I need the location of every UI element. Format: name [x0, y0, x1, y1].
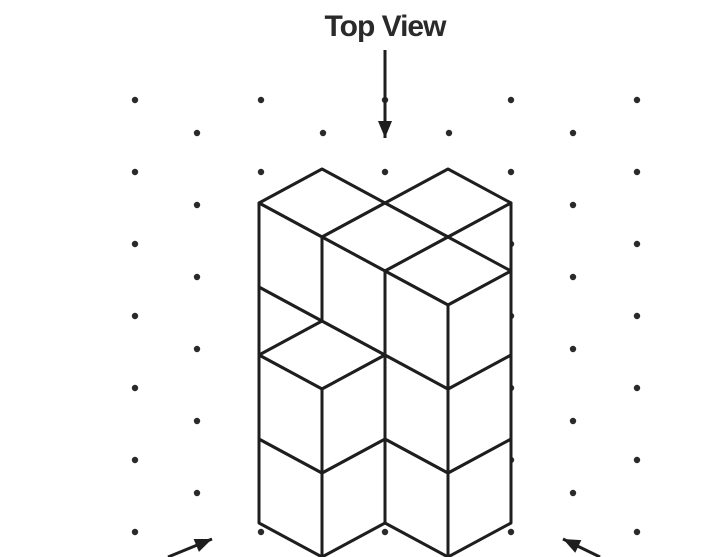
grid-dot: [633, 384, 641, 392]
grid-dot: [131, 384, 139, 392]
grid-dot: [569, 345, 577, 353]
grid-dot: [569, 417, 577, 425]
grid-dot: [507, 528, 515, 536]
grid-dot: [569, 273, 577, 281]
grid-dot: [257, 96, 265, 104]
grid-dot: [633, 456, 641, 464]
grid-dot: [131, 528, 139, 536]
front-left-view-arrow-head: [193, 538, 212, 552]
cube-right-face: [446, 269, 513, 391]
grid-dot: [445, 129, 453, 137]
cube-stack: [257, 167, 513, 557]
grid-dot: [131, 456, 139, 464]
grid-dot: [569, 489, 577, 497]
grid-dot: [131, 168, 139, 176]
top-view-arrow-head: [378, 121, 392, 138]
grid-dot: [131, 96, 139, 104]
grid-dot: [193, 345, 201, 353]
grid-dot: [193, 201, 201, 209]
grid-dot: [569, 201, 577, 209]
grid-dot: [569, 129, 577, 137]
grid-dot: [193, 417, 201, 425]
grid-dot: [193, 489, 201, 497]
cube-right-face: [320, 353, 387, 475]
grid-dot: [131, 240, 139, 248]
top-view-label: Top View: [324, 10, 447, 43]
grid-dot: [381, 528, 389, 536]
view-arrows: [167, 50, 601, 557]
grid-dot: [633, 240, 641, 248]
front-right-view-arrow-head: [563, 539, 582, 553]
grid-dot: [381, 168, 389, 176]
grid-dot: [193, 129, 201, 137]
grid-dot: [319, 129, 327, 137]
grid-dot: [633, 96, 641, 104]
grid-dot: [633, 312, 641, 320]
grid-dot: [507, 96, 515, 104]
grid-dot: [193, 273, 201, 281]
grid-dot: [257, 528, 265, 536]
grid-dot: [507, 168, 515, 176]
grid-dot: [633, 528, 641, 536]
grid-dot: [131, 312, 139, 320]
grid-dot: [257, 168, 265, 176]
grid-dot: [633, 168, 641, 176]
